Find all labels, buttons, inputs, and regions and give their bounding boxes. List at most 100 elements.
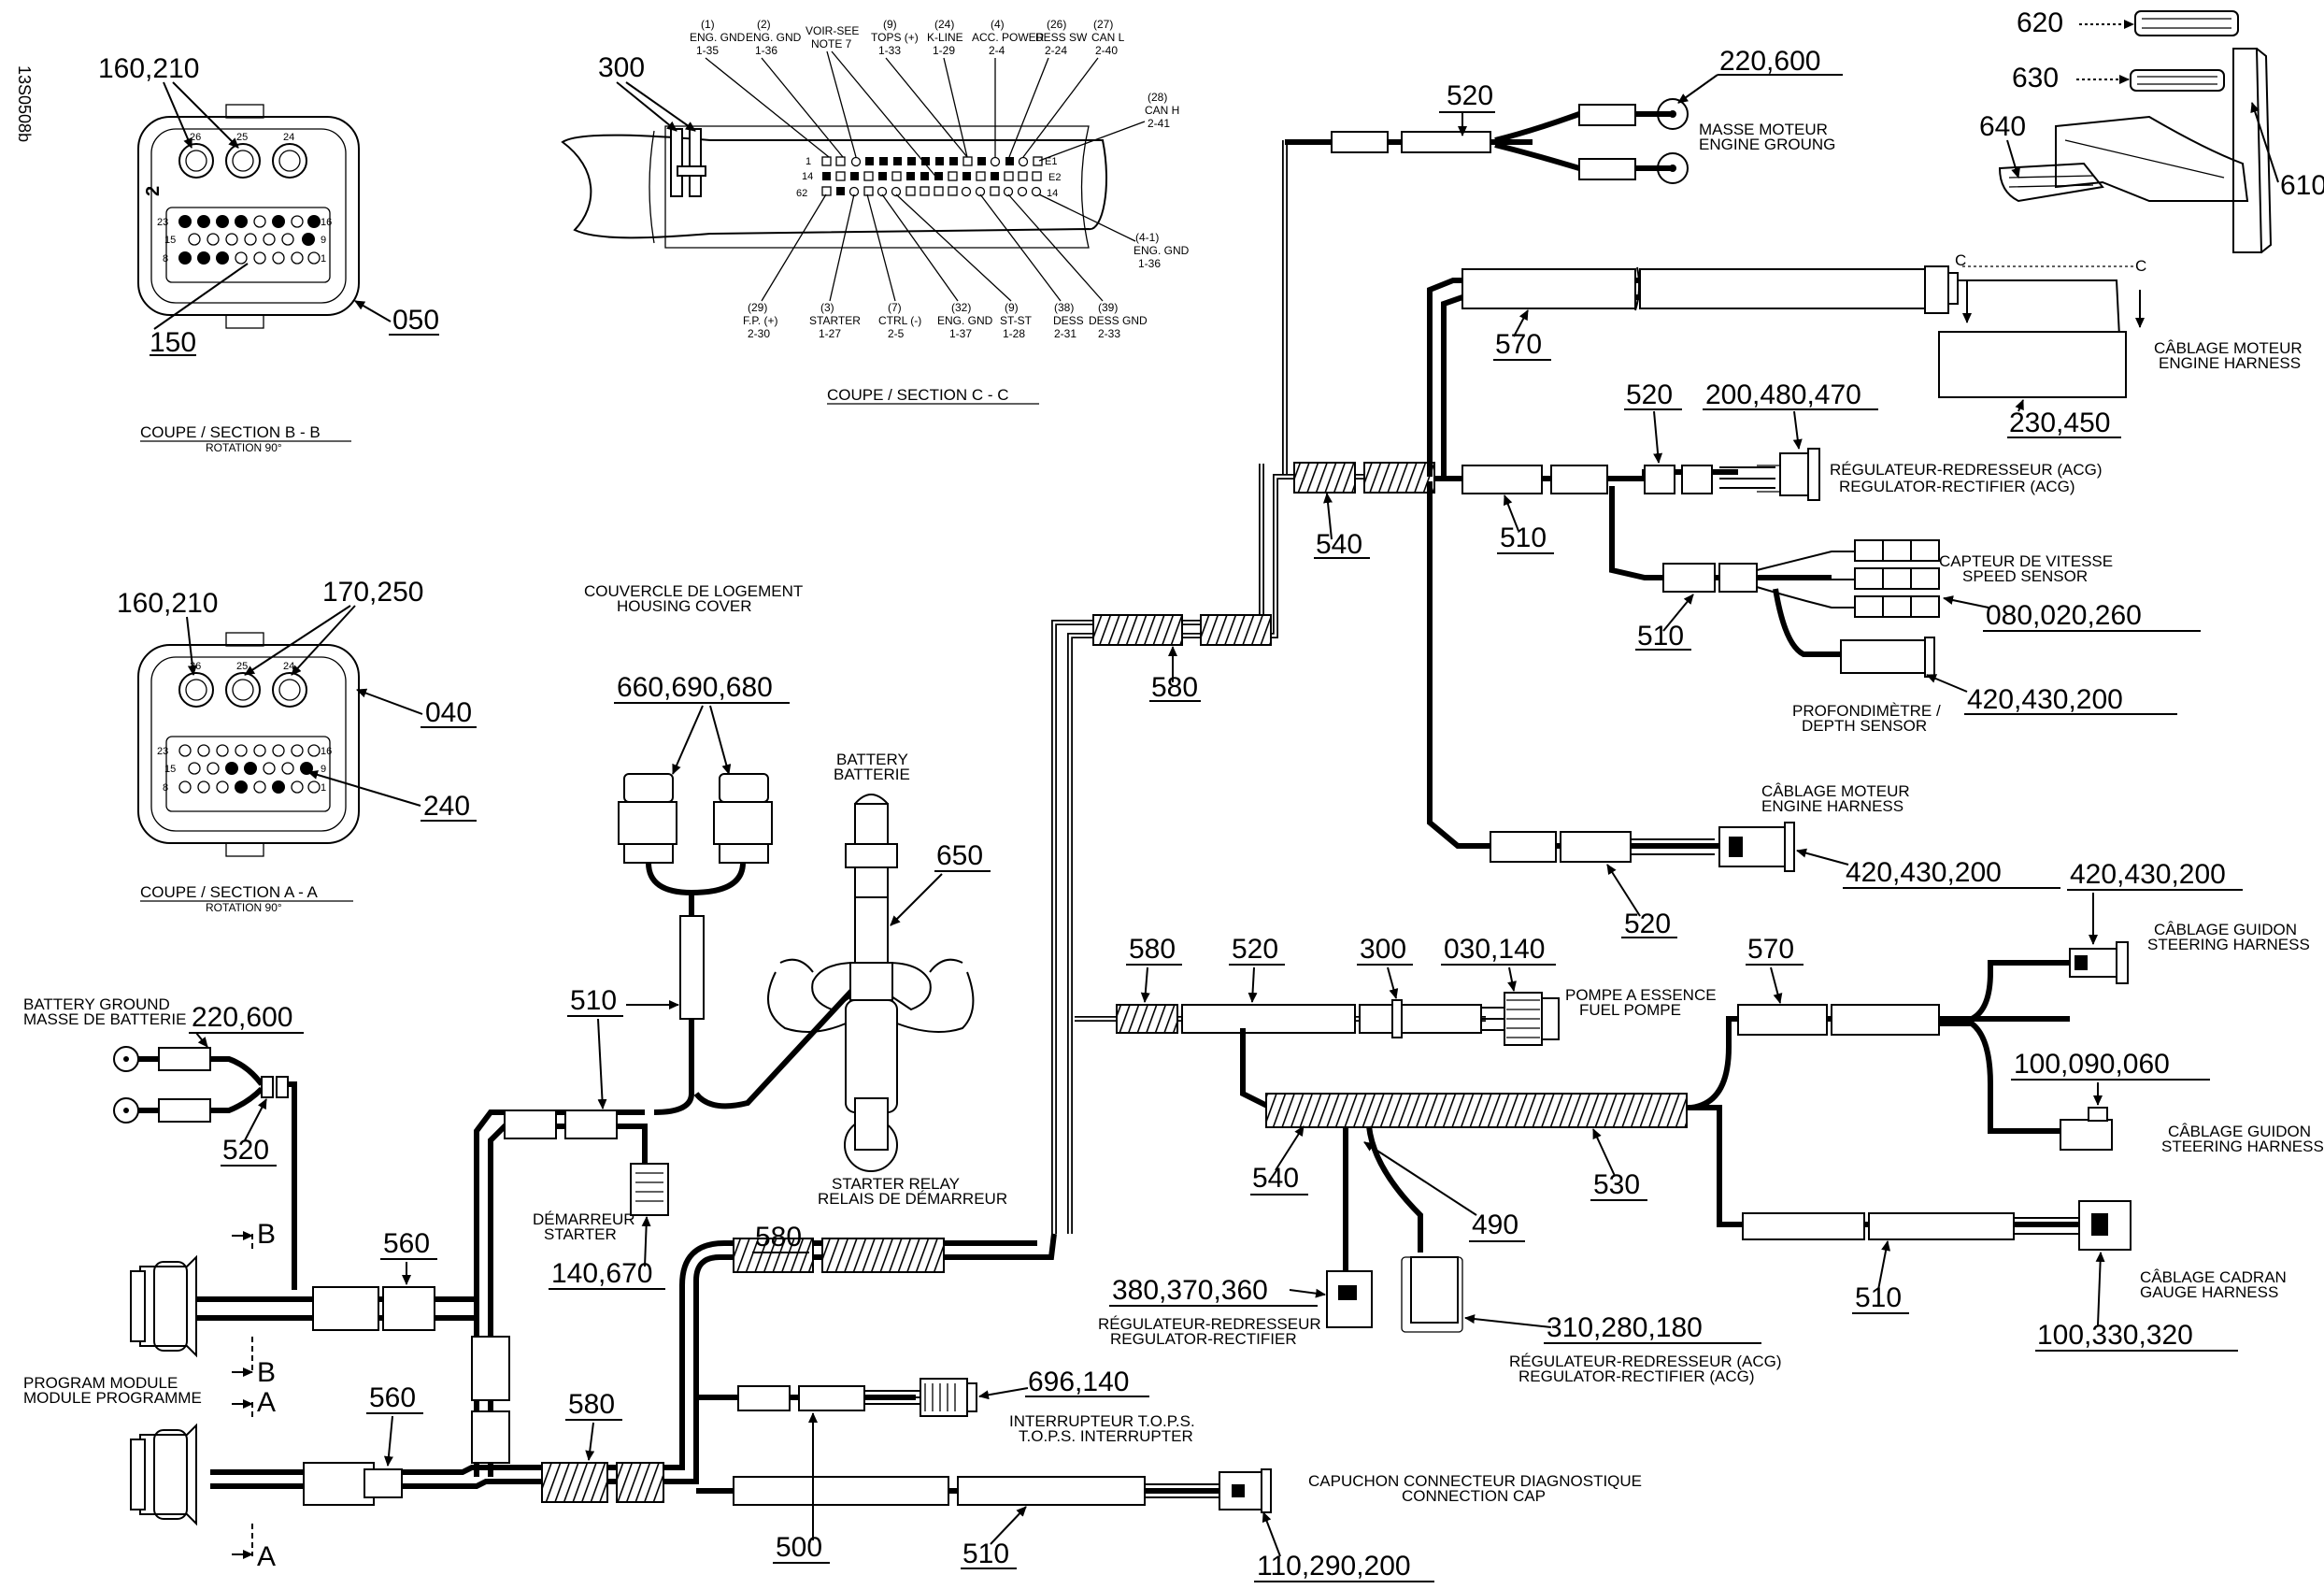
pin-row-3 <box>178 251 321 265</box>
sensor-branches <box>1609 486 1940 678</box>
caption-masse-batterie: MASSE DE BATTERIE <box>23 1010 186 1028</box>
callout-540-top: 540 <box>1316 529 1362 560</box>
callout-220-600-left: 220,600 <box>192 1002 292 1033</box>
callout-510-a: 510 <box>1500 523 1547 553</box>
svg-text:2-40: 2-40 <box>1095 44 1118 57</box>
steering-gauge-branches <box>1737 941 2132 1251</box>
ecm-pin-labels-right: (28) CAN H 2-41 (4-1) ENG. GND 1-36 <box>1038 91 1190 270</box>
callout-240: 240 <box>423 791 470 822</box>
svg-text:(39): (39) <box>1098 301 1118 314</box>
mark-c-left: C <box>1955 251 1966 269</box>
caption-cablage-moteur-1: CÂBLAGE MOTEUR <box>2154 339 2303 357</box>
callout-170-250: 170,250 <box>322 577 423 608</box>
svg-text:NOTE 7: NOTE 7 <box>811 37 852 50</box>
svg-text:K-LINE: K-LINE <box>927 31 963 44</box>
callout-530: 530 <box>1593 1169 1640 1200</box>
svg-text:1-36: 1-36 <box>755 44 777 57</box>
mark-a-top: A <box>257 1387 276 1418</box>
callout-040: 040 <box>425 697 472 728</box>
callout-050: 050 <box>392 305 439 336</box>
section-b-title: COUPE / SECTION B - B <box>140 423 321 441</box>
svg-text:2: 2 <box>143 186 164 196</box>
ecm-pin-labels-bottom: (29) F.P. (+) 2-30 (3) STARTER 1-27 (7) … <box>743 193 1148 340</box>
svg-text:1-37: 1-37 <box>949 327 972 340</box>
caption-starter: STARTER <box>544 1225 617 1243</box>
svg-text:24: 24 <box>283 661 294 672</box>
callout-380-370-360: 380,370,360 <box>1112 1275 1268 1306</box>
caption-cablage-guidon-1: CÂBLAGE GUIDON <box>2154 921 2297 938</box>
callout-570-top: 570 <box>1495 329 1542 360</box>
svg-text:14: 14 <box>802 171 813 182</box>
callout-100-330-320: 100,330,320 <box>2037 1320 2193 1351</box>
svg-text:ENG. GND: ENG. GND <box>1133 244 1190 257</box>
callout-580-d: 580 <box>568 1389 615 1420</box>
callout-580-c: 580 <box>755 1222 802 1253</box>
document-id: 13S0508b <box>15 65 34 142</box>
left-main-harness <box>196 1109 1272 1513</box>
caption-reg-redr-fr: RÉGULATEUR-REDRESSEUR <box>1098 1315 1321 1333</box>
svg-text:24: 24 <box>283 132 294 143</box>
caption-engine-harness-2: ENGINE HARNESS <box>1761 797 1903 815</box>
callout-520-b: 520 <box>1626 379 1673 410</box>
callout-220-600-top: 220,600 <box>1719 46 1820 77</box>
connector-section-b: 26 25 24 2 23 15 8 16 9 1 <box>137 104 360 329</box>
svg-text:8: 8 <box>163 253 168 265</box>
engine-ground-leads <box>1282 98 1689 477</box>
harness-530-branch <box>1240 1016 2079 1333</box>
svg-text:(9): (9) <box>1005 301 1019 314</box>
callout-620: 620 <box>2017 7 2063 38</box>
svg-text:(28): (28) <box>1148 91 1167 104</box>
engine-harness-branch <box>1427 265 2145 477</box>
fuel-pump-branch <box>1075 992 1560 1046</box>
svg-text:9: 9 <box>321 764 326 775</box>
callout-310-280-180: 310,280,180 <box>1547 1312 1703 1343</box>
svg-text:CTRL (-): CTRL (-) <box>878 314 921 327</box>
svg-text:1: 1 <box>806 156 811 167</box>
caption-batterie: BATTERIE <box>834 766 910 783</box>
relay-housing-cover <box>617 773 975 1216</box>
main-harness-trunk <box>1051 462 1435 1234</box>
callout-510-d: 510 <box>962 1539 1009 1569</box>
callout-650: 650 <box>936 840 983 871</box>
cavities-top <box>178 143 307 179</box>
svg-text:2-41: 2-41 <box>1148 117 1170 130</box>
svg-text:E1: E1 <box>1045 156 1057 167</box>
caption-battery: BATTERY <box>836 751 908 768</box>
svg-text:E2: E2 <box>1048 172 1061 183</box>
svg-text:9: 9 <box>321 235 326 246</box>
mark-c-right: C <box>2135 257 2146 275</box>
caption-reg-acg-en: REGULATOR-RECTIFIER (ACG) <box>1839 478 2075 495</box>
svg-text:(24): (24) <box>934 18 954 31</box>
caption-capteur-vitesse: CAPTEUR DE VITESSE <box>1939 552 2113 570</box>
svg-text:14: 14 <box>1047 188 1058 199</box>
svg-text:25: 25 <box>236 661 248 672</box>
svg-text:1-33: 1-33 <box>878 44 901 57</box>
caption-engine-harness-1: ENGINE HARNESS <box>2159 354 2301 372</box>
connector-section-a: 26 25 24 23 15 8 16 9 1 <box>137 632 360 857</box>
callout-230-450: 230,450 <box>2009 408 2110 438</box>
callout-160-210-top: 160,210 <box>98 53 199 84</box>
callout-300-top: 300 <box>598 52 645 83</box>
svg-text:23: 23 <box>157 217 168 228</box>
caption-cablage-guidon-2: CÂBLAGE GUIDON <box>2168 1123 2311 1140</box>
caption-starter-relay: STARTER RELAY <box>832 1175 960 1193</box>
svg-text:(4): (4) <box>991 18 1005 31</box>
caption-program-module: PROGRAM MODULE <box>23 1374 178 1392</box>
caption-cablage-cadran: CÂBLAGE CADRAN <box>2140 1268 2287 1286</box>
svg-text:25: 25 <box>236 132 248 143</box>
svg-text:1-35: 1-35 <box>696 44 719 57</box>
svg-text:1-36: 1-36 <box>1138 257 1161 270</box>
callout-520-top: 520 <box>1447 80 1493 111</box>
mark-b-top: B <box>257 1219 276 1250</box>
svg-text:2-31: 2-31 <box>1054 327 1076 340</box>
section-c-title: COUPE / SECTION C - C <box>827 386 1009 404</box>
svg-text:2-5: 2-5 <box>888 327 905 340</box>
caption-engine-ground: ENGINE GROUNG <box>1699 136 1835 153</box>
program-module-connectors <box>130 1231 253 1559</box>
svg-text:2-4: 2-4 <box>989 44 1005 57</box>
svg-text:2-33: 2-33 <box>1098 327 1120 340</box>
svg-text:26: 26 <box>190 132 201 143</box>
accessory-parts-group <box>1998 10 2273 253</box>
svg-text:ST-ST: ST-ST <box>1000 314 1033 327</box>
